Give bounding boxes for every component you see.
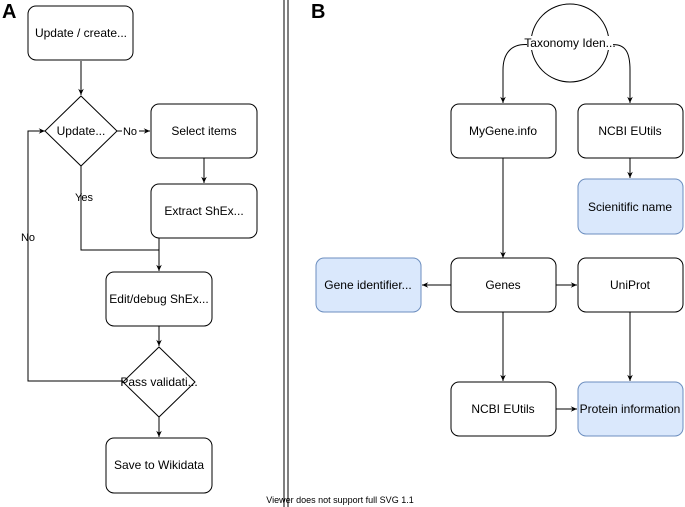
edge-taxonomy-to-ncbi-top [608,44,633,103]
node-taxonomy-label: Taxonomy Iden... [524,36,615,50]
node-uniprot-label: UniProt [610,278,651,292]
node-genes [450,257,557,313]
node-taxonomy-label-bg [527,36,613,50]
node-scientific-name-label: Scienitific name [588,200,672,214]
node-genes-label: Genes [485,278,520,292]
node-protein-information-label: Protein information [580,402,681,416]
node-save-wikidata-label: Save to Wikidata [114,458,204,472]
node-update-create [27,5,134,61]
node-extract-shex [150,183,258,239]
panel-a-label: A [2,1,16,23]
node-gene-identifier-label: Gene identifier... [324,278,411,292]
node-ncbi-eutils-top [577,103,684,159]
node-scientific-name [577,178,684,235]
node-mygene [450,103,557,159]
node-edit-debug-shex [105,271,213,327]
edge-taxonomy-to-mygene [500,44,532,103]
edge-label-no-2: No [21,232,35,244]
panel-a-edges [27,61,207,437]
node-update-decision-label: Update... [57,124,106,138]
edge-label-no-1-bg [122,124,139,137]
panel-b-edges [422,44,633,412]
edge-label-yes: Yes [75,192,93,204]
node-ncbi-eutils-bottom [450,381,557,437]
edge-validation-no-loop [27,128,123,382]
node-save-wikidata [105,437,213,494]
node-mygene-label: MyGene.info [469,124,537,138]
edge-decision-yes-to-edit [80,166,159,251]
node-select-items [150,103,258,159]
panel-b-label: B [311,1,325,23]
node-select-items-label: Select items [171,124,236,138]
node-edit-debug-shex-label: Edit/debug ShEx... [109,292,208,306]
edge-label-no-1: No [123,126,137,138]
node-pass-validation-label: Pass validati... [120,375,197,389]
node-pass-validation [122,346,196,418]
node-ncbi-eutils-top-label: NCBI EUtils [598,124,661,138]
node-update-decision [44,95,118,167]
node-gene-identifier [315,257,422,313]
svg-support-notice: Viewer does not support full SVG 1.1 [266,495,413,505]
node-ncbi-eutils-bottom-label: NCBI EUtils [471,402,534,416]
node-update-create-label: Update / create... [35,26,127,40]
node-protein-information [577,381,684,437]
node-extract-shex-label: Extract ShEx... [164,204,243,218]
node-uniprot [577,257,684,313]
